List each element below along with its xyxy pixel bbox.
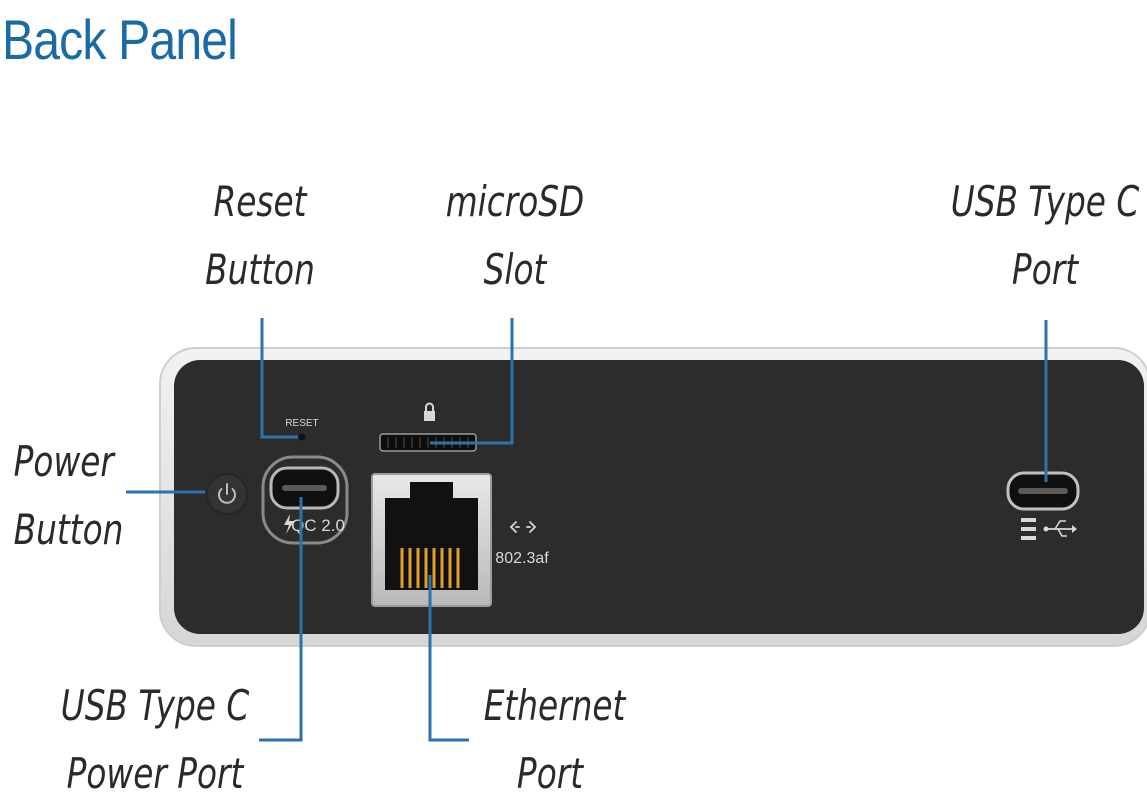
ethernet-callout-line2: Port bbox=[516, 749, 584, 798]
leader-lines bbox=[126, 318, 1048, 742]
microsd-callout-line1: microSD bbox=[445, 177, 585, 226]
microsd-leader-line bbox=[430, 318, 514, 445]
usb-c-power-port-callout: USB Type C Power Port bbox=[58, 672, 253, 808]
power-icon bbox=[218, 483, 236, 504]
power-button[interactable] bbox=[206, 473, 248, 515]
reset-button-callout: Reset Button bbox=[202, 168, 319, 304]
usbc-port-callout-line2: Port bbox=[1011, 245, 1079, 294]
ethernet-callout-line1: Ethernet bbox=[483, 681, 626, 730]
ethernet-arrows-icon bbox=[509, 521, 537, 533]
power-button-callout: Power Button bbox=[13, 428, 124, 564]
ethernet-pins bbox=[400, 548, 460, 588]
lock-icon bbox=[424, 402, 435, 421]
power-callout-line1: Power bbox=[13, 437, 114, 486]
usbc-power-leader-line bbox=[259, 497, 303, 742]
reset-callout-line1: Reset bbox=[213, 177, 307, 226]
ethernet-port[interactable] bbox=[371, 473, 492, 607]
ethernet-port-callout: Ethernet Port bbox=[483, 672, 626, 808]
usbc-power-callout-line2: Power Port bbox=[66, 749, 244, 798]
reset-label: RESET bbox=[285, 418, 318, 429]
reset-button[interactable] bbox=[298, 433, 306, 441]
qc-label: QC 2.0 bbox=[291, 516, 345, 535]
usb-c-port[interactable] bbox=[1006, 471, 1080, 511]
microsd-slot-callout: microSD Slot bbox=[441, 168, 589, 304]
usbc-power-callout-line1: USB Type C bbox=[60, 681, 250, 730]
poe-label: 802.3af bbox=[495, 550, 549, 567]
ethernet-leader-line bbox=[428, 575, 469, 742]
microsd-slot-ribs bbox=[387, 437, 469, 448]
reset-callout-line2: Button bbox=[205, 245, 315, 294]
usbc-port-callout-line1: USB Type C bbox=[950, 177, 1140, 226]
reset-leader-line bbox=[260, 318, 298, 439]
page-title: Back Panel bbox=[2, 8, 238, 71]
usb-c-power-port[interactable] bbox=[261, 455, 349, 545]
microsd-callout-line2: Slot bbox=[483, 245, 547, 294]
usb-c-port-callout: USB Type C Port bbox=[948, 168, 1143, 304]
lightning-icon bbox=[284, 514, 294, 534]
usb-icon bbox=[1021, 518, 1077, 540]
power-callout-line2: Button bbox=[13, 505, 124, 554]
